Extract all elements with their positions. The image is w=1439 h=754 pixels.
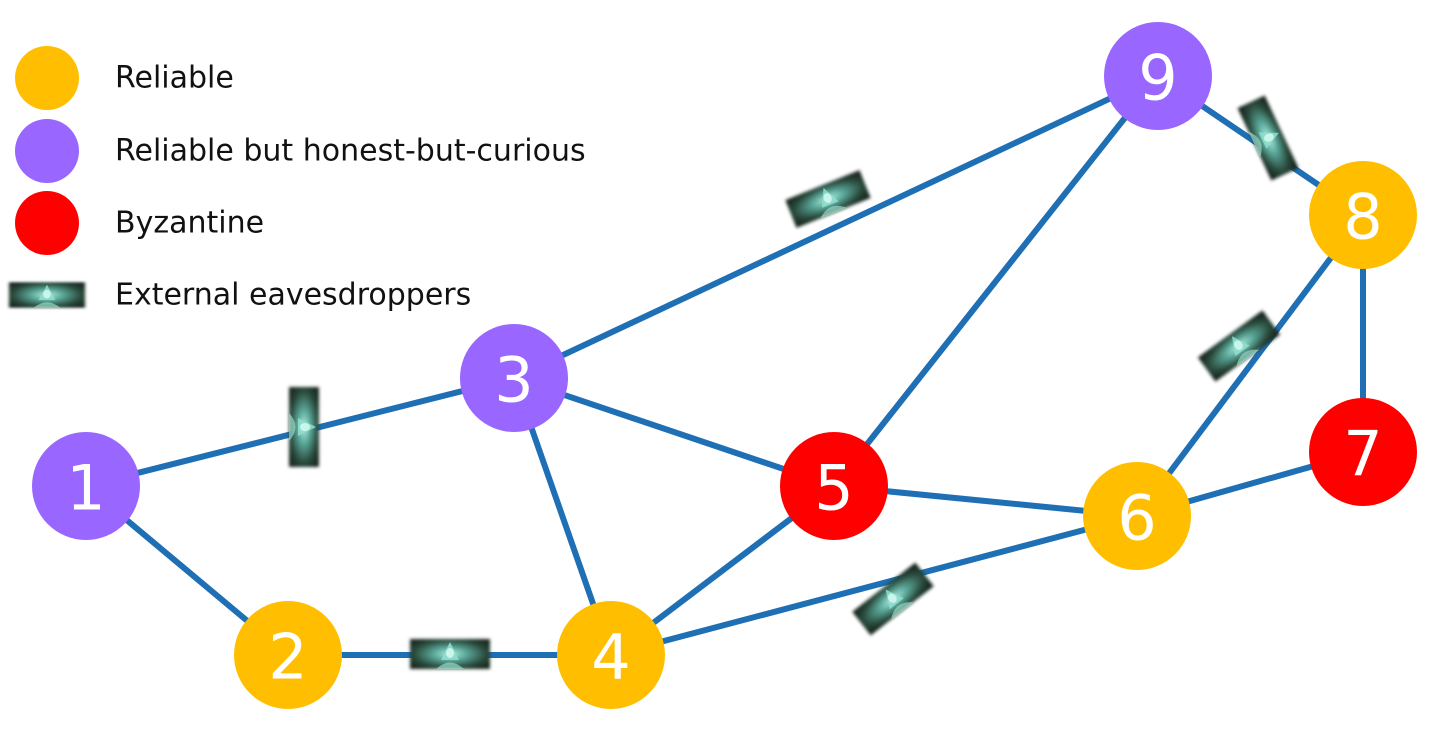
eavesdropper-icon-4-6 [852,563,934,636]
node-label-7: 7 [1343,418,1382,491]
node-circle-5 [780,432,888,540]
node-3: 3 [460,324,568,432]
node-circle-4 [557,601,665,709]
node-1: 1 [32,432,140,540]
edge-4-6 [608,513,1140,658]
node-circle-9 [1104,22,1212,130]
legend-item-byzantine: Byzantine [15,191,264,255]
node-label-1: 1 [66,452,105,525]
node-label-4: 4 [591,621,630,694]
node-8: 8 [1309,161,1417,269]
node-circle-3 [460,324,568,432]
legend-item-curious: Reliable but honest-but-curious [15,119,586,183]
node-label-8: 8 [1343,181,1382,254]
node-7: 7 [1309,398,1417,506]
hooded-eavesdropper-icon [9,282,85,308]
edge-6-8 [1134,212,1366,519]
node-6: 6 [1083,462,1191,570]
legend-swatch-reliable [15,46,79,110]
legend-item-eavesdropper: External eavesdroppers [9,278,471,313]
node-circle-7 [1309,398,1417,506]
node-circle-8 [1309,161,1417,269]
node-5: 5 [780,432,888,540]
node-label-3: 3 [494,344,533,417]
legend-swatch-curious [15,119,79,183]
node-9: 9 [1104,22,1212,130]
node-circle-1 [32,432,140,540]
node-4: 4 [557,601,665,709]
nodes: 1 2 3 4 5 6 7 8 9 [32,22,1417,709]
node-label-5: 5 [814,452,853,525]
node-label-2: 2 [268,621,307,694]
legend-label-eavesdropper: External eavesdroppers [115,278,471,313]
node-label-9: 9 [1138,42,1177,115]
eavesdropper-icon-1-3 [289,387,319,467]
edge-5-9 [831,73,1161,489]
legend-label-reliable: Reliable [115,61,234,96]
legend-label-byzantine: Byzantine [115,206,264,241]
eavesdropper-icon-2-4 [410,639,490,669]
node-label-6: 6 [1117,482,1156,555]
edge-3-9 [511,73,1161,381]
eavesdroppers [289,95,1298,669]
node-2: 2 [234,601,342,709]
legend-item-reliable: Reliable [15,46,234,110]
node-circle-2 [234,601,342,709]
legend-label-curious: Reliable but honest-but-curious [115,134,586,169]
legend-swatch-byzantine [15,191,79,255]
edge-3-5 [511,375,837,489]
node-circle-6 [1083,462,1191,570]
